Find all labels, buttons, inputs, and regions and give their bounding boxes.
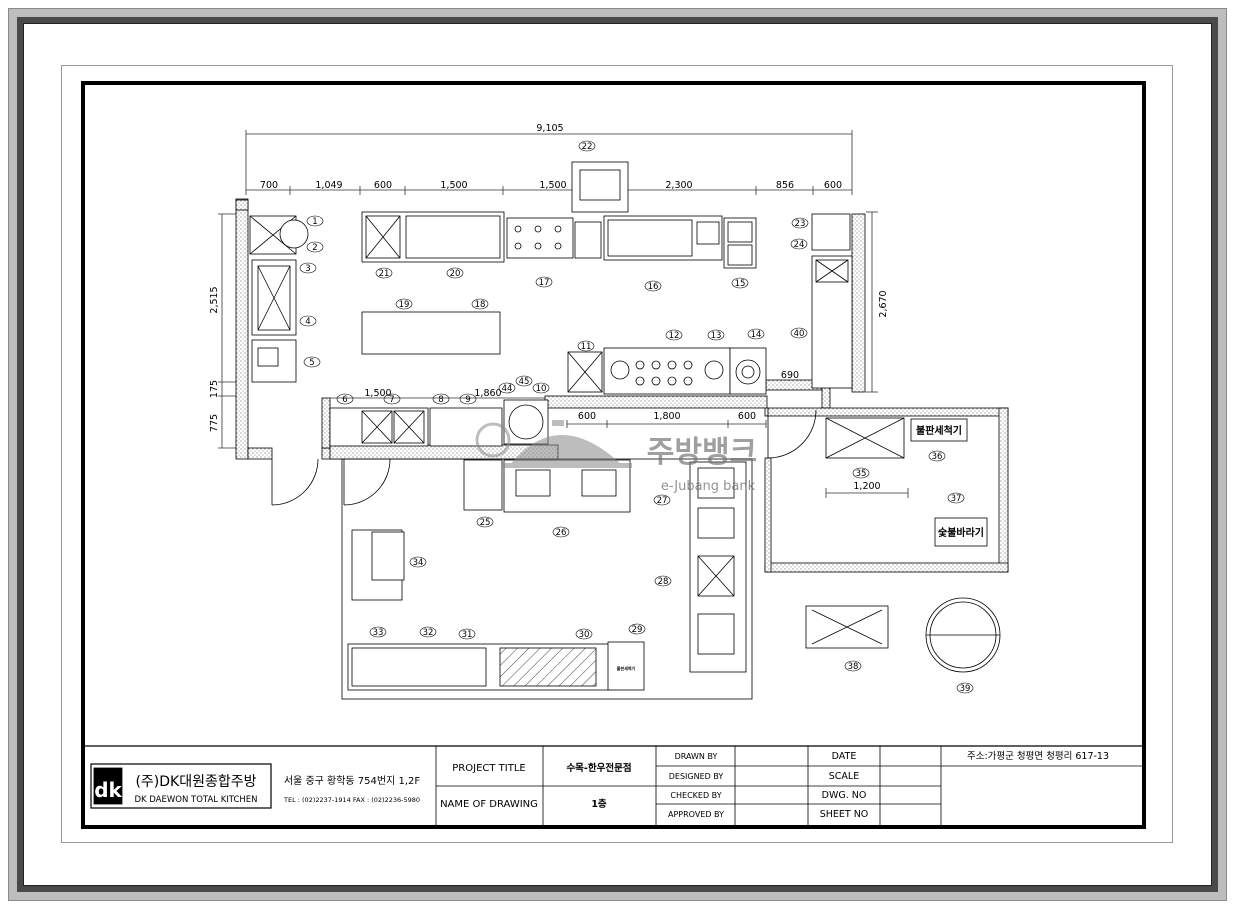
scale-label: SCALE — [829, 771, 859, 782]
item-7: 7 — [389, 395, 394, 405]
sheet-no-label: SHEET NO — [820, 809, 869, 820]
watermark-korean: 주방뱅크 — [647, 435, 757, 470]
dim-top-1: 700 — [260, 180, 278, 191]
site-address: 주소:가평군 청평면 청평리 617-13 — [967, 751, 1109, 762]
item-15: 15 — [735, 279, 746, 289]
dim-top-6: 2,300 — [665, 180, 692, 191]
project-title: 수목-한우전문점 — [566, 762, 631, 774]
walls — [235, 198, 1009, 573]
label-dish-washer: 불판세척기 — [916, 424, 962, 437]
company-name-en: DK DAEWON TOTAL KITCHEN — [134, 795, 257, 805]
item-16: 16 — [648, 282, 659, 292]
company-name-kr: (주)DK대원종합주방 — [135, 774, 256, 790]
item-26: 26 — [556, 528, 567, 538]
checked-by-label: CHECKED BY — [670, 791, 721, 800]
item-32: 32 — [423, 628, 434, 638]
label-small: 불판세척기 — [617, 665, 636, 671]
item-27: 27 — [657, 496, 668, 506]
item-38: 38 — [848, 662, 859, 672]
dwg-no-label: DWG. NO — [822, 790, 867, 801]
item-35: 35 — [856, 469, 867, 479]
designed-by-label: DESIGNED BY — [669, 772, 724, 781]
item-30: 30 — [579, 630, 590, 640]
dim-top-5: 1,500 — [539, 180, 566, 191]
dim-top-3: 600 — [374, 180, 392, 191]
item-34: 34 — [413, 558, 424, 568]
item-10: 10 — [536, 384, 547, 394]
item-9: 9 — [465, 395, 470, 405]
item-39: 39 — [960, 684, 971, 694]
dim-1200: 1,200 — [853, 481, 880, 492]
watermark-english: e-Jubang bank — [661, 479, 756, 494]
item-17: 17 — [539, 278, 550, 288]
item-20: 20 — [450, 269, 461, 279]
dim-690: 690 — [781, 370, 799, 381]
drawing-name-label: NAME OF DRAWING — [440, 799, 538, 810]
item-14: 14 — [751, 330, 762, 340]
item-5: 5 — [309, 358, 314, 368]
item-1: 1 — [312, 217, 317, 227]
item-4: 4 — [305, 317, 310, 327]
drawn-by-label: DRAWN BY — [675, 752, 718, 761]
item-24: 24 — [794, 240, 805, 250]
item-22: 22 — [582, 142, 593, 152]
item-29: 29 — [632, 625, 643, 635]
item-28: 28 — [658, 577, 669, 587]
dim-top-2: 1,049 — [315, 180, 342, 191]
dim-overall: 9,105 — [536, 123, 563, 134]
dim-right: 2,670 — [878, 290, 889, 317]
item-21: 21 — [379, 269, 390, 279]
date-label: DATE — [832, 751, 857, 762]
dim-top-8: 600 — [824, 180, 842, 191]
title-block — [85, 745, 1143, 825]
project-title-label: PROJECT TITLE — [452, 763, 525, 774]
drawing-border — [81, 81, 1146, 829]
company-contact: TEL : (02)2237-1914 FAX : (02)2236-5980 — [283, 796, 420, 804]
item-31: 31 — [462, 630, 473, 640]
item-44: 44 — [502, 384, 513, 394]
approved-by-label: APPROVED BY — [668, 810, 724, 819]
dim-mid-1860: 1,860 — [474, 388, 501, 399]
item-37: 37 — [951, 494, 962, 504]
logo-mark: dk — [94, 778, 122, 802]
item-3: 3 — [305, 264, 310, 274]
item-40: 40 — [794, 329, 805, 339]
dim-range-2: 1,800 — [653, 411, 680, 422]
dim-top-4: 1,500 — [440, 180, 467, 191]
dim-top-7: 856 — [776, 180, 794, 191]
equipment — [249, 161, 1001, 691]
dim-left-3: 775 — [209, 414, 220, 432]
watermark-logo — [475, 420, 632, 468]
item-labels: 1 2 3 4 5 6 7 8 9 10 11 12 13 14 15 16 1… — [299, 140, 974, 694]
item-33: 33 — [373, 628, 384, 638]
item-36: 36 — [932, 452, 943, 462]
item-8: 8 — [438, 395, 443, 405]
item-25: 25 — [480, 518, 491, 528]
company-address: 서울 중구 황학동 754번지 1,2F — [284, 775, 421, 787]
doors — [271, 408, 817, 506]
item-23: 23 — [795, 219, 806, 229]
drawing-name: 1층 — [591, 798, 607, 810]
dimension-lines — [218, 130, 909, 498]
item-19: 19 — [399, 300, 410, 310]
item-6: 6 — [342, 395, 347, 405]
item-2: 2 — [312, 243, 317, 253]
dim-range-1: 600 — [578, 411, 596, 422]
item-13: 13 — [711, 331, 722, 341]
item-45: 45 — [519, 377, 530, 387]
label-charcoal-grill: 숯불바라기 — [938, 526, 984, 539]
dim-range-3: 600 — [738, 411, 756, 422]
item-11: 11 — [581, 342, 592, 352]
dim-left-2: 175 — [209, 380, 220, 398]
item-12: 12 — [669, 331, 680, 341]
dim-left-1: 2,515 — [209, 286, 220, 313]
item-18: 18 — [475, 300, 486, 310]
dim-mid-1500: 1,500 — [364, 388, 391, 399]
